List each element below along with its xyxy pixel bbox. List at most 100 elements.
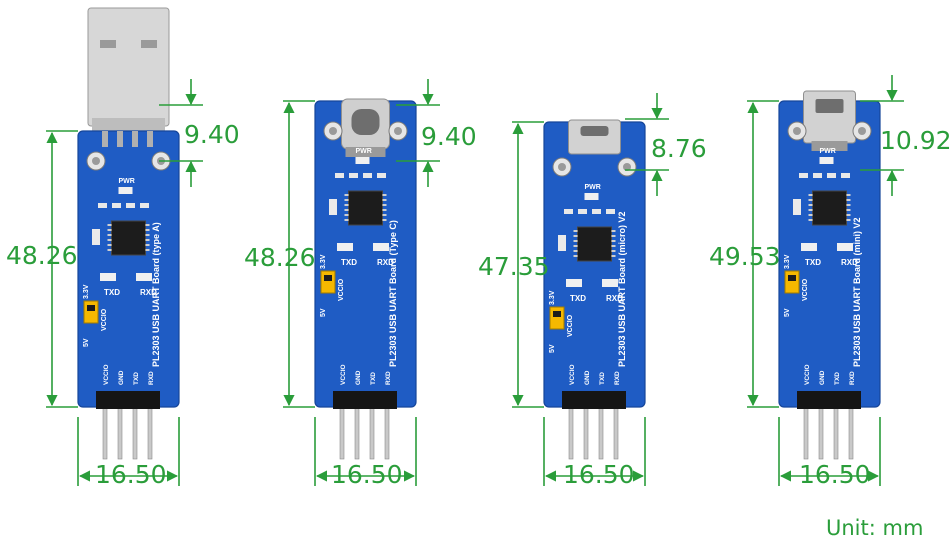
board-4-mini-usb-connector bbox=[803, 90, 856, 144]
board-2-header-pin bbox=[384, 406, 390, 460]
board-1-pin-label-txd: TXD bbox=[133, 372, 140, 385]
board-4-width-label: 16.50 bbox=[799, 460, 871, 489]
board-3-pin-label-rxd: RXD bbox=[614, 371, 621, 385]
board-1-board-name-text: PL2303 USB UART Board (type A) bbox=[151, 222, 161, 367]
board-1-chip-lead bbox=[145, 244, 150, 246]
board-3-chip-lead bbox=[611, 230, 616, 232]
board-4-header-pin bbox=[818, 406, 824, 460]
board-4-chip-lead bbox=[846, 199, 851, 201]
board-2-txd-text: TXD bbox=[341, 258, 357, 267]
board-3-chip-lead bbox=[611, 245, 616, 247]
board-2-smd-cap bbox=[329, 199, 337, 215]
board-4-txd-text: TXD bbox=[805, 258, 821, 267]
board-1-rxd-led bbox=[136, 273, 152, 281]
board-3-chip-lead bbox=[573, 255, 578, 257]
board-4-3v3-text: 3.3V bbox=[784, 254, 791, 269]
board-3-pl2303-chip bbox=[577, 226, 612, 262]
board-4-chip-lead bbox=[846, 209, 851, 211]
board-3-chip-lead bbox=[573, 245, 578, 247]
board-4-txd-led bbox=[801, 243, 817, 251]
board-2-usb-c-port bbox=[351, 109, 380, 135]
board-4-pwr-led bbox=[819, 157, 834, 164]
board-2-pin-label-rxd: RXD bbox=[385, 371, 392, 385]
unit-label: Unit: mm bbox=[826, 516, 924, 540]
board-2-usb-c-pads bbox=[345, 147, 386, 157]
board-2-5v-text: 5V bbox=[320, 308, 327, 317]
board-2-chip-lead bbox=[382, 204, 387, 206]
board-4-vccio-text: VCCIO bbox=[802, 278, 809, 301]
board-2-chip-lead bbox=[344, 214, 349, 216]
board-4-pin-label-gnd: GND bbox=[819, 370, 826, 385]
board-2-mounting-hole-center bbox=[394, 127, 402, 135]
board-4-pwr-text: PWR bbox=[820, 148, 836, 155]
board-2-chip-lead bbox=[382, 199, 387, 201]
board-1-chip-lead bbox=[145, 224, 150, 226]
board-1-header-pin bbox=[147, 406, 153, 460]
board-1-3v3-text: 3.3V bbox=[83, 284, 90, 299]
board-2-chip-lead bbox=[344, 219, 349, 221]
board-3-smd-resistor bbox=[592, 209, 601, 214]
board-3-height-label: 47.35 bbox=[478, 252, 550, 281]
board-1-txd-text: TXD bbox=[104, 288, 120, 297]
board-3-rxd-text: RXD bbox=[606, 294, 623, 303]
board-3-header-pin bbox=[613, 406, 619, 460]
board-4-chip-lead bbox=[846, 204, 851, 206]
board-3-board-name-text: PL2303 USB UART Board (micro) V2 bbox=[617, 211, 627, 367]
board-4-pin-label-vccio: VCCIO bbox=[804, 364, 811, 385]
board-2-voltage-jumper bbox=[320, 270, 336, 294]
board-4-chip-lead bbox=[846, 194, 851, 196]
board-1-usb-a-pin-pad bbox=[147, 131, 153, 147]
board-4-header-pin bbox=[848, 406, 854, 460]
board-2-chip-lead bbox=[344, 199, 349, 201]
board-1-pwr-text: PWR bbox=[119, 178, 135, 185]
board-1-chip-lead bbox=[107, 224, 112, 226]
board-2-smd-resistor bbox=[335, 173, 344, 178]
board-1-usb-a-pin-pad bbox=[117, 131, 123, 147]
board-3-smd-resistor bbox=[578, 209, 587, 214]
board-2-pl2303-chip bbox=[348, 190, 383, 226]
board-3-connector-offset-label: 8.76 bbox=[651, 134, 707, 163]
board-3-smd-cap bbox=[558, 235, 566, 251]
board-3-smd-resistor bbox=[606, 209, 615, 214]
board-4-header-pin bbox=[803, 406, 809, 460]
board-2-pin-label-vccio: VCCIO bbox=[340, 364, 347, 385]
board-3-pwr-text: PWR bbox=[585, 184, 601, 191]
board-2-mounting-hole-center bbox=[329, 127, 337, 135]
board-4-chip-lead bbox=[808, 219, 813, 221]
board-3-chip-lead bbox=[611, 235, 616, 237]
board-1-usb-a-slot bbox=[100, 40, 116, 48]
board-2-vccio-text: VCCIO bbox=[338, 278, 345, 301]
board-4-smd-resistor bbox=[841, 173, 850, 178]
board-4-chip-lead bbox=[808, 209, 813, 211]
board-3-micro-usb-port bbox=[580, 126, 609, 136]
board-1-usb-a-slot bbox=[141, 40, 157, 48]
board-2-3v3-text: 3.3V bbox=[320, 254, 327, 269]
board-1-voltage-jumper bbox=[83, 300, 99, 324]
board-4-chip-lead bbox=[846, 214, 851, 216]
board-1-chip-lead bbox=[107, 229, 112, 231]
board-1-usb-a-pin-pad bbox=[132, 131, 138, 147]
board-1-pin-label-rxd: RXD bbox=[148, 371, 155, 385]
board-2-chip-lead bbox=[382, 214, 387, 216]
board-3-pin-label-txd: TXD bbox=[599, 372, 606, 385]
board-4-pin-label-txd: TXD bbox=[834, 372, 841, 385]
board-2-pwr-text: PWR bbox=[356, 148, 372, 155]
board-4-rxd-led bbox=[837, 243, 853, 251]
board-2-chip-lead bbox=[344, 204, 349, 206]
board-1-smd-resistor bbox=[98, 203, 107, 208]
board-2-rxd-text: RXD bbox=[377, 258, 394, 267]
board-1-usb-a-pin-pad bbox=[102, 131, 108, 147]
board-1-rxd-text: RXD bbox=[140, 288, 157, 297]
board-4-mounting-hole-center bbox=[793, 127, 801, 135]
board-1-pl2303-chip bbox=[111, 220, 146, 256]
board-4-5v-text: 5V bbox=[784, 308, 791, 317]
board-1-smd-cap bbox=[92, 229, 100, 245]
board-3-chip-lead bbox=[573, 250, 578, 252]
board-1-header-pin bbox=[117, 406, 123, 460]
board-1-mounting-hole-center bbox=[92, 157, 100, 165]
board-4-board-name-text: PL2303 USB UART Board (mini) V2 bbox=[852, 217, 862, 367]
board-4-rxd-text: RXD bbox=[841, 258, 858, 267]
board-2-smd-resistor bbox=[377, 173, 386, 178]
board-2-header-pin bbox=[339, 406, 345, 460]
